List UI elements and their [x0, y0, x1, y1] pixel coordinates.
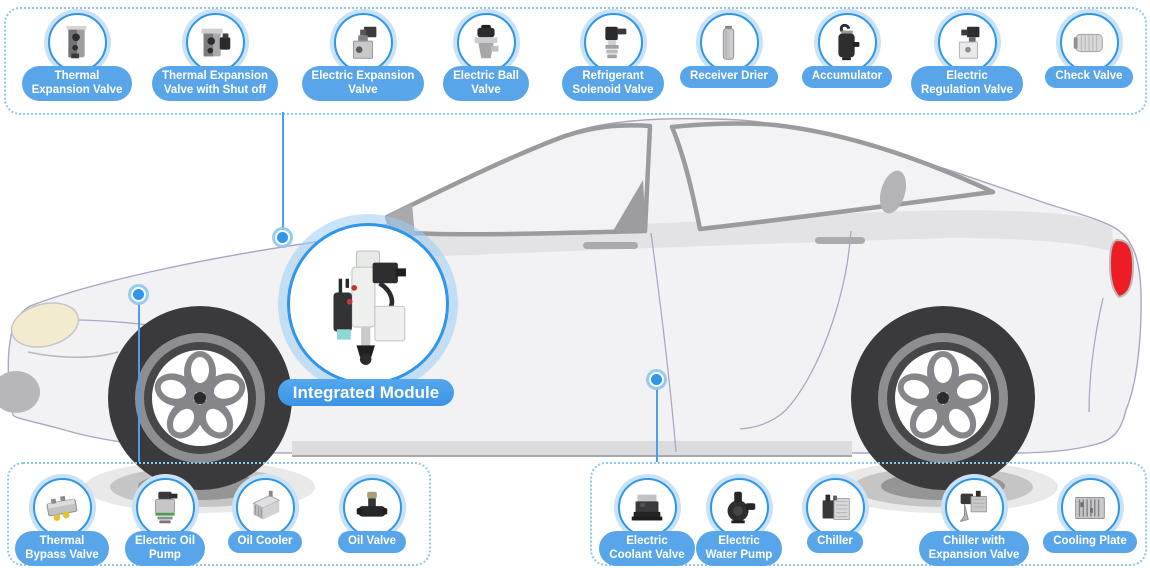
integrated-module-icon: [333, 250, 406, 365]
component-label: Oil Cooler: [227, 531, 303, 553]
component-label: Accumulator: [801, 66, 893, 88]
component-photo: [333, 13, 393, 72]
component-photo: [135, 478, 195, 537]
receiver-drier-icon: [722, 25, 735, 60]
callout-dot-front: [131, 287, 146, 302]
component-photo: [699, 13, 759, 72]
oil-cooler-icon: [252, 490, 281, 519]
solenoid-valve-icon: [605, 26, 627, 58]
regulation-valve-icon: [958, 26, 980, 59]
component-photo: [47, 13, 107, 72]
expansion-valve-icon: [66, 25, 87, 58]
component-label: Cooling Plate: [1043, 531, 1137, 553]
callout-dot-bottom: [649, 372, 664, 387]
front-trim-line: [27, 351, 119, 358]
front-door-handle: [583, 242, 638, 249]
electric-water-pump-icon: [727, 491, 756, 523]
beltline-band: [333, 210, 1114, 260]
component-label: Chiller: [807, 531, 863, 553]
component-photo: [185, 13, 245, 72]
oil-valve-icon: [356, 491, 388, 517]
component-item-chiller[interactable]: Chiller: [770, 478, 900, 553]
component-photo: [944, 478, 1004, 537]
component-photo: [805, 478, 865, 537]
component-photo: [709, 478, 769, 537]
component-photo: [32, 478, 92, 537]
component-photo: [456, 13, 516, 72]
component-photo: [617, 478, 677, 537]
thermal-bypass-valve-icon: [46, 495, 78, 521]
component-item-receiver-drier[interactable]: Receiver Drier: [664, 13, 794, 88]
ball-valve-icon: [474, 24, 499, 58]
electric-coolant-valve-icon: [631, 494, 663, 520]
component-photo: [235, 478, 295, 537]
component-label: Check Valve: [1045, 66, 1133, 88]
headlight: [10, 302, 80, 348]
accumulator-icon: [838, 23, 860, 60]
component-item-check-valve[interactable]: Check Valve: [1024, 13, 1150, 88]
component-label: Receiver Drier: [680, 66, 778, 88]
integrated-module-circle[interactable]: [287, 223, 449, 385]
component-item-cooling-plate[interactable]: Cooling Plate: [1025, 478, 1150, 553]
wheel-flower: [154, 351, 246, 439]
component-photo: [937, 13, 997, 72]
component-photo: [583, 13, 643, 72]
chiller-expansion-valve-icon: [959, 490, 987, 522]
component-item-oil-valve[interactable]: Oil Valve: [307, 478, 437, 553]
component-photo: [342, 478, 402, 537]
component-photo: [817, 13, 877, 72]
tail-light: [1108, 238, 1135, 299]
leader-line-top: [282, 112, 284, 231]
front-wheel: [108, 306, 292, 490]
component-photo: [1060, 478, 1120, 537]
chiller-icon: [822, 494, 850, 520]
component-item-oil-cooler[interactable]: Oil Cooler: [200, 478, 330, 553]
front-bumper-inlet: [0, 371, 40, 413]
callout-dot-module: [275, 230, 290, 245]
rear-door-handle: [815, 237, 865, 244]
leader-line-front: [138, 303, 140, 462]
b-pillar-shadow: [613, 180, 646, 231]
rocker-panel: [292, 441, 852, 456]
integrated-module-label[interactable]: Integrated Module: [278, 379, 454, 406]
component-label: Oil Valve: [338, 531, 406, 553]
electric-oil-pump-icon: [154, 491, 178, 523]
component-photo: [1059, 13, 1119, 72]
cooling-plate-icon: [1075, 496, 1105, 519]
check-valve-icon: [1073, 33, 1103, 52]
component-item-accumulator[interactable]: Accumulator: [782, 13, 912, 88]
front-window: [384, 123, 653, 237]
rear-window: [669, 121, 996, 232]
electric-expansion-valve-icon: [352, 26, 377, 59]
expansion-valve-shutoff-icon: [201, 28, 231, 56]
leader-line-bottom: [656, 388, 658, 462]
rear-headrest: [879, 170, 907, 214]
